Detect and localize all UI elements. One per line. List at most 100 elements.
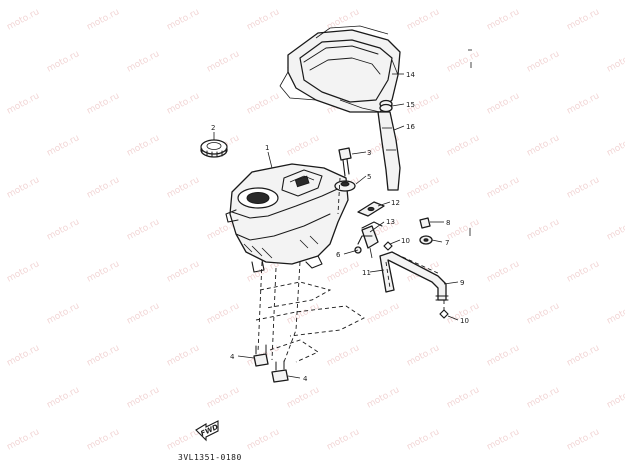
clip-10b-part: [439, 309, 449, 319]
breather-hose-part: [377, 111, 401, 191]
callout-7: 7: [445, 239, 449, 247]
watermark-text: moto.ru: [485, 175, 521, 200]
watermark-text: moto.ru: [5, 343, 41, 368]
callout-15: 15: [406, 101, 415, 109]
watermark-text: moto.ru: [605, 301, 625, 326]
watermark-text: moto.ru: [205, 301, 241, 326]
fuel-pipe-9-part: [379, 251, 449, 301]
watermark-text: moto.ru: [485, 91, 521, 116]
tank-cover-part: [279, 25, 401, 113]
watermark-text: moto.ru: [205, 385, 241, 410]
washer-7-part: [419, 235, 433, 245]
watermark-text: moto.ru: [405, 427, 441, 452]
watermark-text: moto.ru: [165, 259, 201, 284]
callout-4a: 4: [230, 353, 235, 361]
bolt-3-part: [338, 147, 352, 177]
watermark-text: moto.ru: [245, 7, 281, 32]
watermark-text: moto.ru: [445, 133, 481, 158]
watermark-text: moto.ru: [605, 49, 625, 74]
callout-6: 6: [336, 251, 341, 259]
watermark-text: moto.ru: [45, 49, 81, 74]
fuel-cap-part: [200, 139, 228, 158]
clip-10a-part: [383, 241, 393, 251]
watermark-text: moto.ru: [45, 301, 81, 326]
watermark-text: moto.ru: [205, 49, 241, 74]
damper-5-part: [334, 180, 356, 192]
watermark-text: moto.ru: [125, 49, 161, 74]
watermark-text: moto.ru: [325, 259, 361, 284]
watermark-text: moto.ru: [405, 175, 441, 200]
watermark-text: moto.ru: [85, 427, 121, 452]
watermark-text: moto.ru: [605, 217, 625, 242]
watermark-text: moto.ru: [245, 427, 281, 452]
watermark-text: moto.ru: [125, 133, 161, 158]
watermark-text: moto.ru: [565, 91, 601, 116]
watermark-text: moto.ru: [325, 343, 361, 368]
watermark-text: moto.ru: [285, 133, 321, 158]
watermark-text: moto.ru: [245, 91, 281, 116]
watermark-text: moto.ru: [445, 49, 481, 74]
watermark-text: moto.ru: [325, 7, 361, 32]
callout-16: 16: [406, 123, 415, 131]
watermark-text: moto.ru: [565, 259, 601, 284]
watermark-text: moto.ru: [485, 7, 521, 32]
watermark-text: moto.ru: [5, 175, 41, 200]
hose-clamp-part: [379, 99, 393, 113]
leader-lines: [213, 73, 459, 379]
watermark-text: moto.ru: [45, 217, 81, 242]
watermark-text: moto.ru: [525, 49, 561, 74]
watermark-text: moto.ru: [85, 259, 121, 284]
watermark-text: moto.ru: [565, 343, 601, 368]
watermark-text: moto.ru: [165, 343, 201, 368]
watermark-text: moto.ru: [565, 7, 601, 32]
watermark-text: moto.ru: [405, 7, 441, 32]
watermark-text: moto.ru: [125, 217, 161, 242]
watermark-text: moto.ru: [525, 301, 561, 326]
watermark-text: moto.ru: [165, 427, 201, 452]
watermark-text: moto.ru: [485, 427, 521, 452]
callout-2: 2: [211, 124, 215, 132]
watermark-text: moto.ru: [565, 175, 601, 200]
watermark-text: moto.ru: [325, 427, 361, 452]
watermark-text: moto.ru: [565, 427, 601, 452]
edge-marks: [468, 49, 472, 236]
frame-mount-projection: [255, 177, 445, 363]
watermark-text: moto.ru: [605, 133, 625, 158]
screw-8-part: [419, 217, 431, 229]
callout-14: 14: [406, 71, 415, 79]
callout-13: 13: [386, 218, 395, 226]
callout-10a: 10: [401, 237, 410, 245]
watermark-text: moto.ru: [45, 133, 81, 158]
watermark-text: moto.ru: [365, 301, 401, 326]
callout-8: 8: [446, 219, 450, 227]
watermark-text: moto.ru: [165, 7, 201, 32]
callout-11: 11: [362, 269, 371, 277]
callout-12: 12: [391, 199, 400, 207]
watermark-text: moto.ru: [5, 7, 41, 32]
watermark-text: moto.ru: [125, 385, 161, 410]
callout-9: 9: [460, 279, 464, 287]
watermark-text: moto.ru: [445, 217, 481, 242]
bolt-4a-part: [253, 344, 269, 367]
watermark-text: moto.ru: [445, 385, 481, 410]
watermark-text: moto.ru: [285, 385, 321, 410]
drawing-code: 3VL1351-0180: [178, 453, 242, 462]
watermark-text: moto.ru: [5, 427, 41, 452]
watermark-text: moto.ru: [85, 343, 121, 368]
callout-1: 1: [265, 144, 269, 152]
callout-10b: 10: [460, 317, 469, 325]
watermark-text: moto.ru: [165, 91, 201, 116]
forward-arrow: FWD: [195, 420, 220, 442]
callout-5: 5: [367, 173, 371, 181]
watermark-text: moto.ru: [45, 385, 81, 410]
watermark-text: moto.ru: [85, 175, 121, 200]
fuel-cock-13-part: [354, 221, 383, 259]
watermark-text: moto.ru: [365, 385, 401, 410]
watermark-text: moto.ru: [165, 175, 201, 200]
watermark-text: moto.ru: [85, 91, 121, 116]
watermark-text: moto.ru: [85, 7, 121, 32]
watermark-text: moto.ru: [525, 385, 561, 410]
watermark-text: moto.ru: [525, 133, 561, 158]
watermark-text: moto.ru: [605, 385, 625, 410]
